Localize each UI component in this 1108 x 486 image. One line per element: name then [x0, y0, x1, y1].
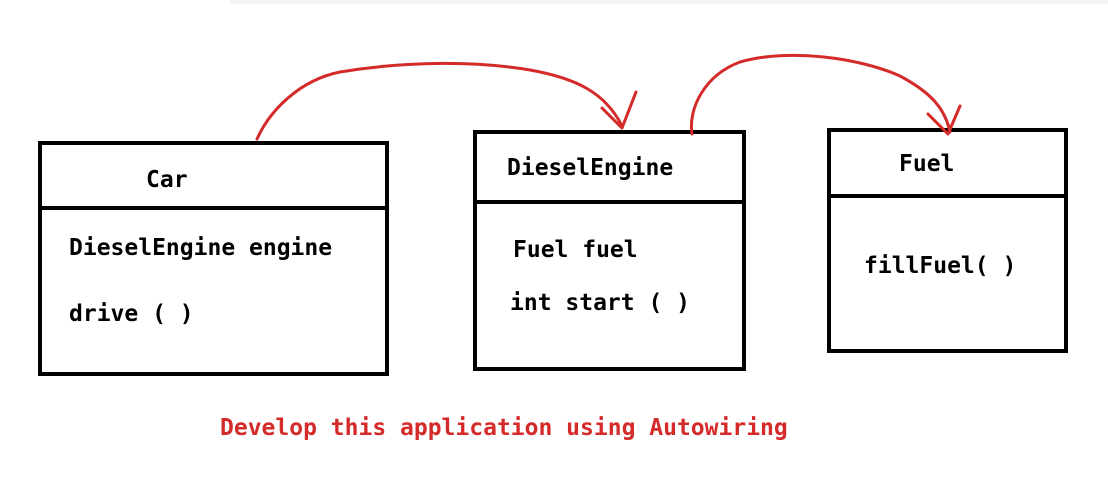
fuel-class-header: Fuel	[831, 132, 1064, 198]
arrow-diesel-engine-to-fuel	[689, 53, 952, 136]
diesel-engine-member-start-method: int start ( )	[510, 290, 691, 316]
car-class-name: Car	[146, 167, 188, 193]
diesel-engine-class-box: DieselEngine Fuel fuel int start ( )	[473, 130, 746, 371]
fuel-member-fillfuel-method: fillFuel( )	[864, 253, 1017, 279]
diesel-engine-class-header: DieselEngine	[477, 134, 742, 204]
top-edge-strip	[230, 0, 1108, 4]
car-member-engine-field: DieselEngine engine	[69, 235, 333, 261]
diesel-engine-member-fuel-field: Fuel fuel	[513, 237, 638, 263]
diagram-caption: Develop this application using Autowirin…	[220, 415, 788, 441]
diesel-engine-class-name: DieselEngine	[507, 155, 674, 181]
car-member-drive-method: drive ( )	[69, 301, 194, 327]
fuel-class-box: Fuel fillFuel( )	[827, 128, 1068, 353]
arrow-car-to-diesel-engine	[255, 61, 624, 141]
fuel-class-name: Fuel	[899, 151, 955, 177]
car-class-header: Car	[42, 145, 385, 210]
car-class-box: Car DieselEngine engine drive ( )	[38, 141, 389, 376]
arrowhead-car-to-diesel-engine	[600, 90, 638, 130]
